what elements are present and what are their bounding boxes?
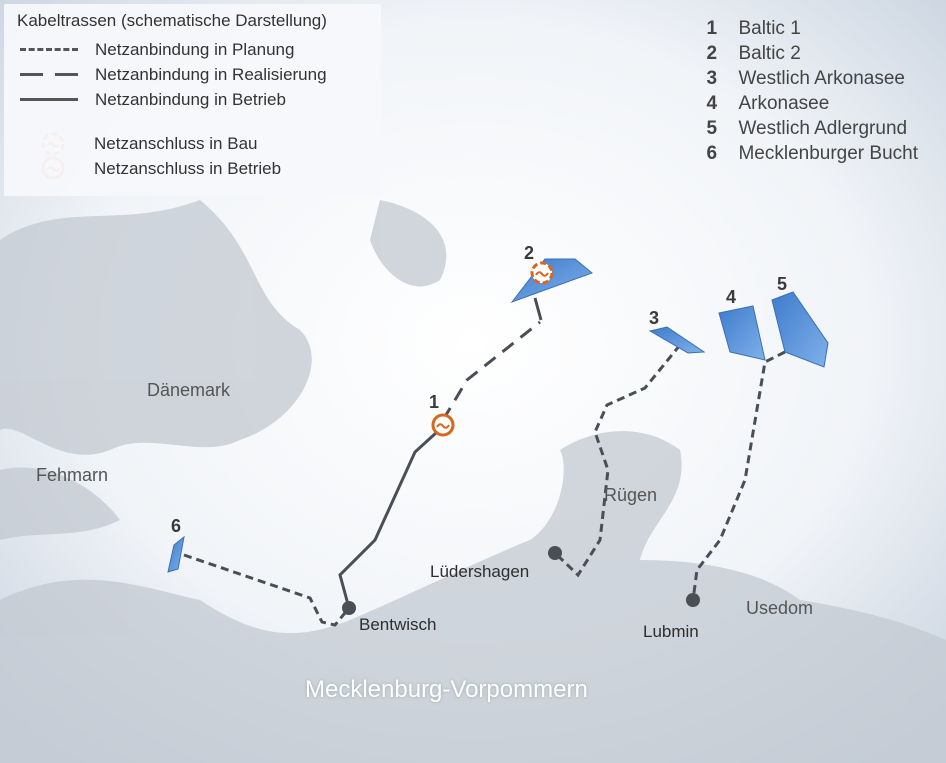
legend-title: Kabeltrassen (schematische Darstellung) <box>17 11 327 30</box>
substation-bentwisch: Bentwisch <box>359 615 437 634</box>
substation-lubmin-node <box>686 593 700 607</box>
place-region: Mecklenburg-Vorpommern <box>305 676 588 703</box>
cable-farm6-planning <box>183 553 351 627</box>
place-usedom: Usedom <box>746 598 814 618</box>
windfarm-6-area <box>167 535 185 573</box>
legend-solid-line <box>20 98 78 101</box>
substation-luedershagen: Lüdershagen <box>430 562 530 581</box>
place-daenemark: Dänemark <box>147 380 231 400</box>
windfarm-1-label: 1 <box>429 392 440 412</box>
place-fehmarn: Fehmarn <box>36 465 109 485</box>
substation-luedershagen-node <box>548 546 562 560</box>
legend-dashed-line <box>20 73 78 76</box>
windfarm-3-area <box>648 326 706 354</box>
substation-bentwisch-node <box>342 601 356 615</box>
windfarm-5-label: 5 <box>777 274 788 294</box>
windfarm-3-label: 3 <box>649 308 660 328</box>
legend-dotted-line <box>20 48 78 51</box>
substation-lubmin: Lubmin <box>643 622 699 641</box>
cable-baltic1-operation <box>338 430 439 609</box>
windfarm-4-label: 4 <box>726 287 737 307</box>
legend-realization: Netzanbindung in Realisierung <box>95 65 327 84</box>
legend-planning: Netzanbindung in Planung <box>95 40 295 59</box>
cable-farm3-planning <box>553 344 682 578</box>
cable-baltic2-operation <box>533 297 543 321</box>
legend-construction: Netzanschluss in Bau <box>94 134 258 153</box>
place-ruegen: Rügen <box>604 485 658 505</box>
windfarm-5-area <box>771 291 829 368</box>
windfarm-4-area <box>718 305 766 361</box>
windfarm-6-label: 6 <box>171 516 182 536</box>
cable-farm45-planning <box>691 350 786 601</box>
cable-routes <box>183 297 786 627</box>
windfarm-2-label: 2 <box>524 243 535 263</box>
legend-operation: Netzanbindung in Betrieb <box>95 90 286 109</box>
legend-connection-operation: Netzanschluss in Betrieb <box>94 159 282 178</box>
cable-baltic2-realization <box>441 320 541 421</box>
landmass <box>0 200 946 763</box>
